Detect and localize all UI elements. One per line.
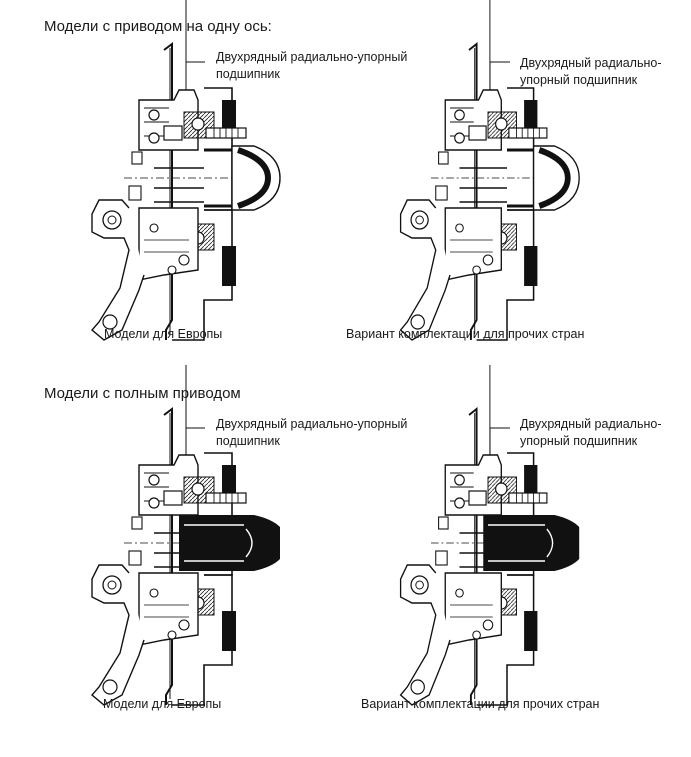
caption-4wd-other: Вариант комплектации для прочих стран [361,697,600,711]
callout-bearing-4wd-other: Двухрядный радиально- упорный подшипник [520,416,662,450]
callout-line: Двухрядный радиально-упорный [216,50,408,64]
callout-line: Двухрядный радиально- [520,417,662,431]
section-heading-4wd: Модели с полным приводом [44,385,241,402]
callout-bearing-4wd-europe: Двухрядный радиально-упорный подшипник [216,416,407,450]
section-heading-2wd: Модели с приводом на одну ось: [44,18,272,35]
callout-line: Двухрядный радиально- [520,56,662,70]
callout-bearing-2wd-other: Двухрядный радиально- упорный подшипник [520,55,662,89]
hub-drawing-4wd-other [399,364,580,706]
caption-4wd-europe: Модели для Европы [103,697,222,711]
hub-drawing-2wd-europe [91,0,280,341]
callout-line: Двухрядный радиально-упорный [216,417,408,431]
callout-line: упорный подшипник [520,73,638,87]
hub-drawing-2wd-other [399,0,580,341]
callout-bearing-2wd-europe: Двухрядный радиально-упорный подшипник [216,49,407,83]
callout-line: подшипник [216,67,280,81]
caption-2wd-other: Вариант комплектации для прочих стран [346,327,585,341]
callout-line: упорный подшипник [520,434,638,448]
caption-2wd-europe: Модели для Европы [104,327,223,341]
callout-line: подшипник [216,434,280,448]
hub-drawing-4wd-europe [91,364,281,706]
